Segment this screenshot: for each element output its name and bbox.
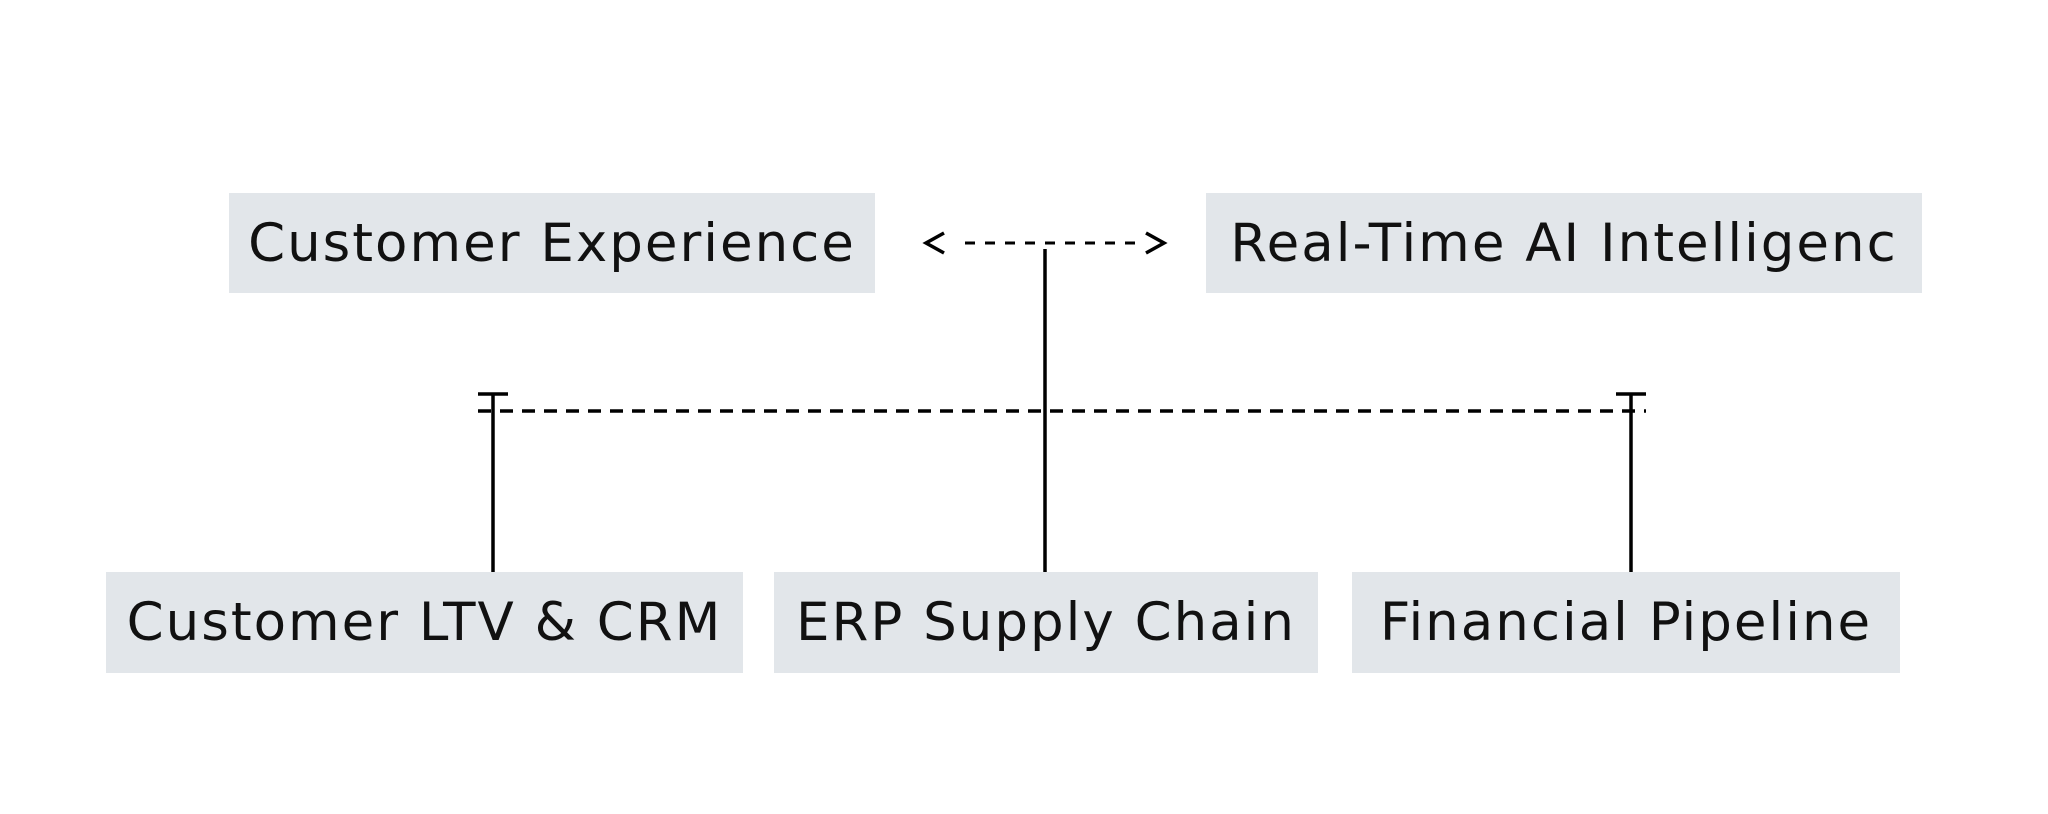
node-real-time-ai-intelligence: Real-Time AI Intelligenc: [1206, 193, 1922, 293]
node-erp-supply-chain: ERP Supply Chain: [774, 572, 1318, 673]
arrowhead-right: [1145, 231, 1168, 255]
node-customer-experience: Customer Experience: [229, 193, 875, 293]
node-customer-ltv-crm: Customer LTV & CRM: [106, 572, 743, 673]
node-financial-pipeline: Financial Pipeline: [1352, 572, 1900, 673]
arrowhead-left: [922, 231, 945, 255]
